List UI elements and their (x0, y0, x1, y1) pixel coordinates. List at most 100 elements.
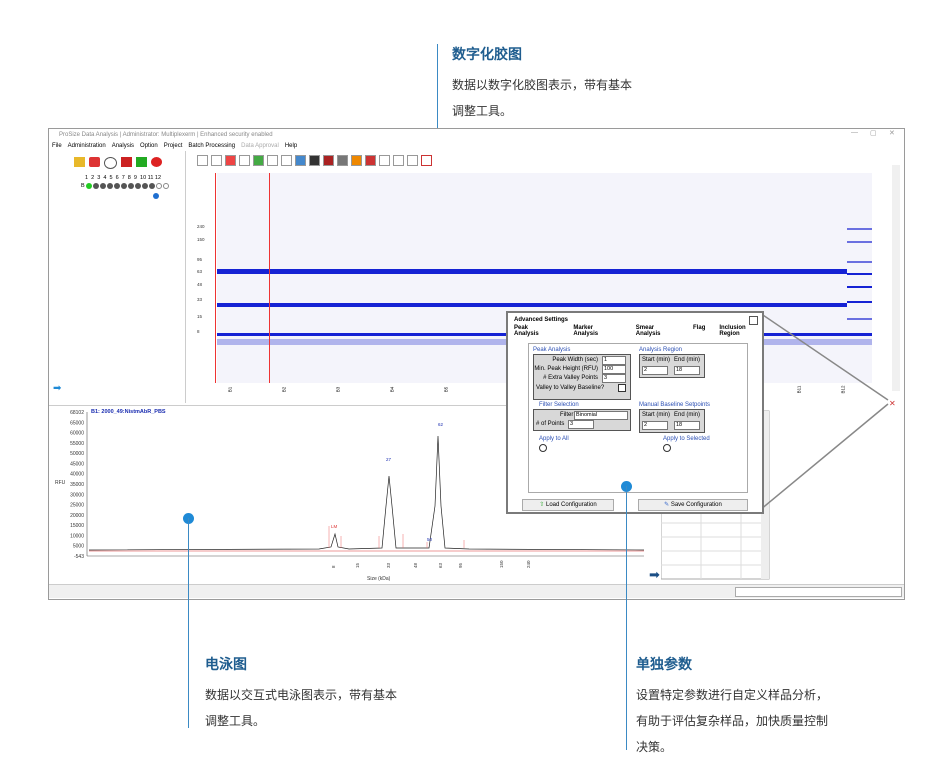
filter-select[interactable]: Binomial (574, 411, 628, 420)
ladder-tool-icon[interactable] (281, 155, 292, 166)
baseline-start-input[interactable]: 2 (642, 421, 668, 430)
y-tick-label: -543 (74, 554, 84, 560)
electro-icon[interactable] (421, 155, 432, 166)
pdf-icon[interactable] (121, 157, 132, 167)
menu-analysis[interactable]: Analysis (111, 143, 135, 149)
collapse-icon[interactable]: ✕ (889, 399, 896, 408)
well-b7[interactable] (127, 183, 134, 189)
layout-icon[interactable] (211, 155, 222, 166)
load-configuration-button[interactable]: ⇧ Load Configuration (522, 499, 614, 511)
well-b9[interactable] (141, 183, 148, 189)
extra-valley-input[interactable]: 3 (602, 374, 626, 383)
menu-administration[interactable]: Administration (67, 143, 106, 149)
settings-icon[interactable] (267, 155, 278, 166)
well-b2[interactable] (92, 183, 99, 189)
save-configuration-button[interactable]: ✎ Save Configuration (638, 499, 748, 511)
callout-line-electropherogram (188, 518, 189, 728)
x-tick-label: 33 (386, 562, 391, 568)
apply-selected-radio[interactable] (663, 444, 671, 452)
peak-width-label: Peak Width (sec) (552, 357, 598, 363)
gel-scrollbar[interactable] (892, 165, 900, 391)
color-icon[interactable] (351, 155, 362, 166)
gel-marker-label: 95 (197, 257, 203, 262)
well-b12[interactable] (162, 183, 169, 189)
gel-grey-icon[interactable] (337, 155, 348, 166)
arrow-right-icon[interactable]: ➡ (53, 383, 62, 394)
peak-width-input[interactable]: 1 (602, 356, 626, 365)
edit-icon[interactable] (89, 157, 100, 167)
delete-icon[interactable] (151, 157, 162, 167)
valley-baseline-checkbox[interactable] (618, 384, 626, 392)
table-icon[interactable] (239, 155, 250, 166)
callout-title-gel: 数字化胶图 (452, 47, 522, 63)
status-field (735, 587, 902, 597)
advanced-settings-dialog: Advanced Settings Peak Analysis Marker A… (506, 311, 764, 514)
ladder-48 (847, 286, 872, 288)
y-tick-label: 5000 (73, 544, 84, 550)
tab-inclusion-region[interactable]: Inclusion Region (719, 325, 746, 337)
region-end-input[interactable]: 18 (674, 366, 700, 375)
tab-peak-analysis[interactable]: Peak Analysis (514, 325, 539, 337)
baseline-start-label: Start (min) (642, 412, 671, 418)
well-b10[interactable] (148, 183, 155, 189)
min-height-label: Min. Peak Height (RFU) (534, 366, 598, 372)
well-b5[interactable] (113, 183, 120, 189)
gel-dark-icon[interactable] (309, 155, 320, 166)
view-icon[interactable] (197, 155, 208, 166)
region-start-input[interactable]: 2 (642, 366, 668, 375)
tab-marker-analysis[interactable]: Marker Analysis (573, 325, 599, 337)
well-b6[interactable] (120, 183, 127, 189)
electropherogram-chart[interactable]: 6810265000600005500050000450004000035000… (49, 406, 649, 586)
filter-group: Filter Binomial # of Points 3 (533, 409, 631, 431)
next-arrow-icon[interactable]: ➡ (649, 567, 660, 582)
peak-label: 50 (427, 537, 433, 542)
well-b3[interactable] (99, 183, 106, 189)
open-folder-icon[interactable] (74, 157, 85, 167)
region-end-label: End (min) (674, 357, 701, 363)
points-input[interactable]: 3 (568, 420, 594, 429)
peaks-icon[interactable] (407, 155, 418, 166)
chart-icon[interactable] (393, 155, 404, 166)
tab-flag[interactable]: Flag (693, 325, 706, 331)
filter-label: Filter (560, 412, 574, 418)
well-b11[interactable] (155, 183, 162, 189)
gel-marker-label: 63 (197, 269, 203, 274)
baseline-end-input[interactable]: 18 (674, 421, 700, 430)
gel-toolbar (197, 155, 432, 167)
sample-name: B1: 2000_49:NistmAbR_PBS (91, 409, 166, 415)
min-height-input[interactable]: 100 (602, 365, 626, 374)
palette-icon[interactable] (365, 155, 376, 166)
well-b4[interactable] (106, 183, 113, 189)
tab-smear-analysis[interactable]: Smear Analysis (635, 325, 661, 337)
y-tick-label: 25000 (70, 503, 84, 509)
menu-project[interactable]: Project (163, 143, 183, 149)
close-icon[interactable]: ✕ (889, 130, 895, 137)
menu-help[interactable]: Help (284, 143, 298, 149)
well-b1[interactable] (85, 183, 92, 189)
x-tick-label: 240 (526, 560, 531, 568)
peak-label: 62 (438, 422, 444, 427)
menu-batch-processing[interactable]: Batch Processing (188, 143, 236, 149)
minimize-icon[interactable]: — (851, 129, 858, 136)
overlay-icon[interactable] (225, 155, 236, 166)
menu-option[interactable]: Option (140, 143, 158, 149)
export-icon[interactable] (136, 157, 147, 167)
well-b8[interactable] (134, 183, 141, 189)
x-tick-label: 8 (331, 565, 336, 568)
apply-all-radio[interactable] (539, 444, 547, 452)
menu-file[interactable]: File (52, 143, 62, 149)
menu-bar: File Administration Analysis Option Proj… (49, 141, 904, 151)
menu-data-approval[interactable]: Data Approval (241, 143, 279, 149)
gel-red-icon[interactable] (323, 155, 334, 166)
y-tick-label: 35000 (70, 482, 84, 488)
ladder-icon[interactable] (104, 157, 117, 169)
ladder-150 (847, 241, 872, 243)
well-row: B (81, 183, 169, 189)
info-icon[interactable] (153, 193, 159, 199)
dialog-menu-icon[interactable] (749, 316, 758, 325)
zoom-icon[interactable] (253, 155, 264, 166)
maximize-icon[interactable]: ▢ (870, 130, 877, 137)
crosshair-icon[interactable] (295, 155, 306, 166)
flag-icon[interactable] (379, 155, 390, 166)
